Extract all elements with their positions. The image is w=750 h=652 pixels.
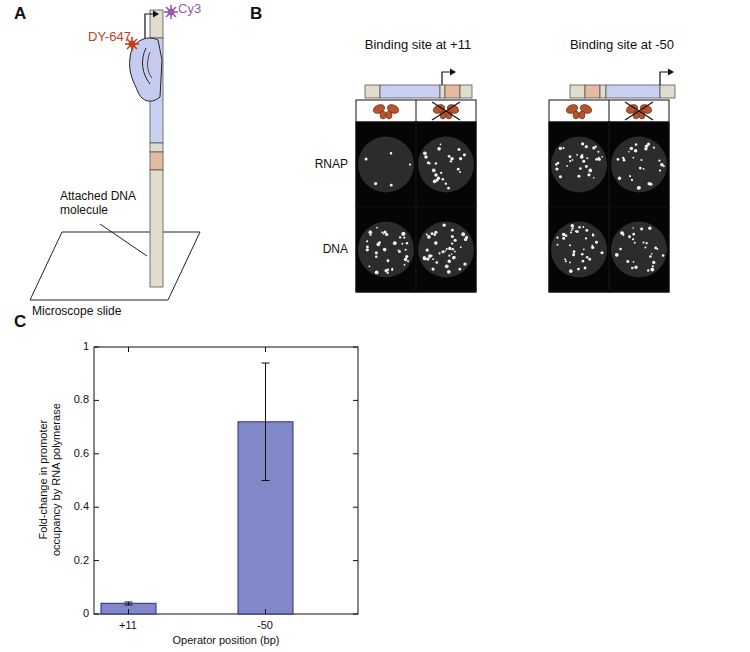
start-arrow xyxy=(660,69,674,86)
panel-letter: A xyxy=(14,4,26,24)
row-label: RNAP xyxy=(315,158,348,172)
tick-label: 0.4 xyxy=(74,500,89,513)
slide xyxy=(30,232,200,300)
construct-minus50 xyxy=(570,85,675,98)
tick-label: 0.2 xyxy=(74,554,89,567)
part-label: Attached DNA molecule xyxy=(60,190,152,218)
axis-title: Fold-change in promoter occupancy by RNA… xyxy=(37,395,62,565)
tick-label: -50 xyxy=(257,619,273,632)
part-label: Microscope slide xyxy=(32,305,121,319)
axis-title: Operator position (bp) xyxy=(173,634,280,647)
tick-label: 0.6 xyxy=(74,447,89,460)
micrographs xyxy=(356,100,669,292)
start-arrow xyxy=(145,11,159,39)
tick-label: 0 xyxy=(83,607,89,620)
row-label: DNA xyxy=(323,243,348,257)
column-heading: Binding site at -50 xyxy=(570,38,674,53)
tick-label: 1 xyxy=(83,340,89,353)
start-arrow xyxy=(442,69,456,86)
tick-label: +11 xyxy=(119,619,137,632)
tick-label: 0.8 xyxy=(74,393,89,406)
dye-label: Cy3 xyxy=(178,2,201,17)
dye-label: DY-647 xyxy=(88,30,131,45)
panel-letter: C xyxy=(14,312,26,332)
bar-chart xyxy=(94,347,358,614)
construct-plus11 xyxy=(365,85,472,98)
cy3-dye xyxy=(164,5,178,19)
leader-line xyxy=(100,224,147,256)
panel-letter: B xyxy=(250,4,262,24)
column-heading: Binding site at +11 xyxy=(365,38,471,53)
